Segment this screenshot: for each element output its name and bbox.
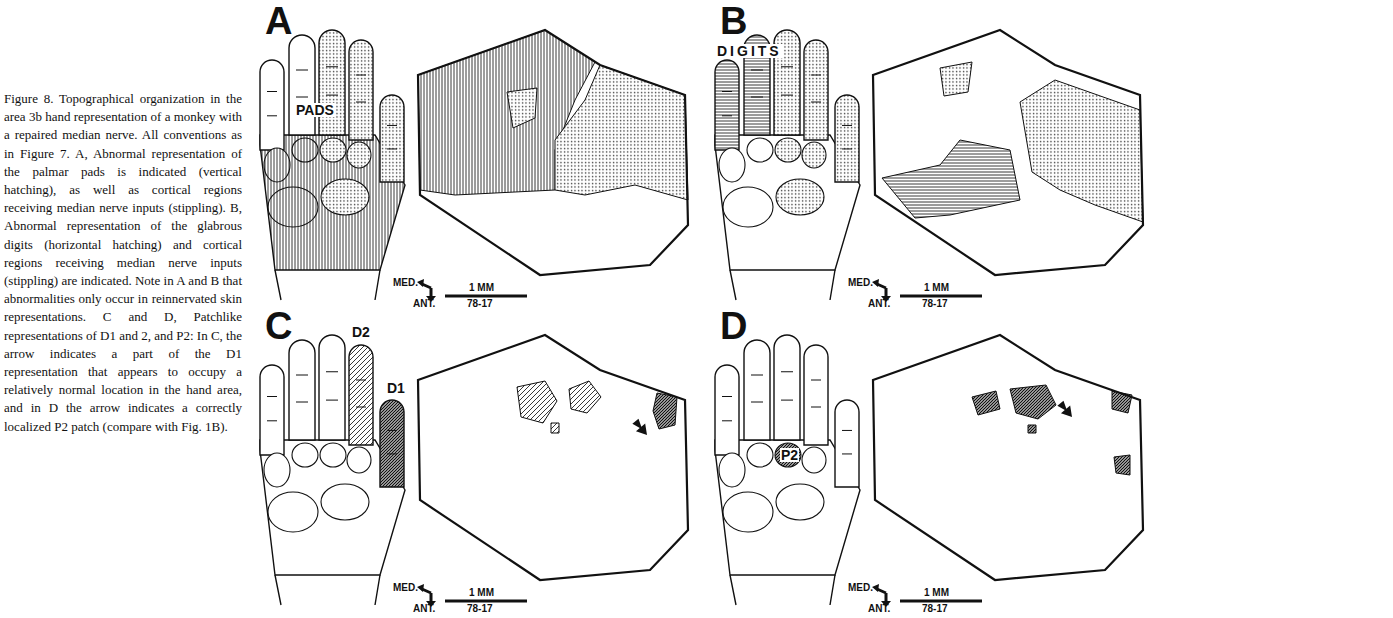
scale-label: ANT. [413,604,435,614]
scale-label: MED. [848,583,873,593]
scale-label: 1 MM [469,588,494,598]
scale-label: ANT. [868,604,890,614]
cortex-map [873,335,1143,580]
panel-drawing [260,30,688,302]
cortex-map [873,30,1143,275]
scale-label: 78-17 [467,299,493,309]
hand-drawing [715,335,860,605]
scale-label: 78-17 [922,604,948,614]
orientation-arrow [877,589,886,601]
scale-label: 78-17 [922,299,948,309]
orientation-arrow [877,284,886,296]
panel-drawing [715,335,1143,607]
scale-label: ANT. [868,299,890,309]
hand-drawing [260,30,405,300]
panel-letter: C [265,307,292,345]
hand-label: P2 [780,448,799,462]
hand-drawing [260,335,405,605]
panel-letter: D [720,307,747,345]
hand-drawing [715,30,860,300]
scale-bar [445,295,527,298]
scale-label: MED. [393,278,418,288]
scale-label: MED. [393,583,418,593]
scale-label: 1 MM [469,283,494,293]
hand-label: D2 [351,325,371,339]
scale-label: 1 MM [924,283,949,293]
scale-bar [900,600,982,603]
orientation-arrow [422,589,431,601]
hand-label: PADS [295,103,335,117]
hand-label: DIGITS [716,44,783,58]
orientation-arrow [422,284,431,296]
panel-letter: A [265,2,292,40]
scale-bar [445,600,527,603]
cortex-map [418,30,688,275]
panel-drawing [260,335,688,607]
cortex-map [418,335,688,580]
panel-drawing [715,30,1143,302]
hand-label: D1 [386,381,406,395]
scale-label: ANT. [413,299,435,309]
scale-bar [900,295,982,298]
scale-label: 78-17 [467,604,493,614]
scale-label: 1 MM [924,588,949,598]
panel-letter: B [720,2,747,40]
figure-caption: Figure 8. Topographical organization in … [4,90,242,436]
scale-label: MED. [848,278,873,288]
